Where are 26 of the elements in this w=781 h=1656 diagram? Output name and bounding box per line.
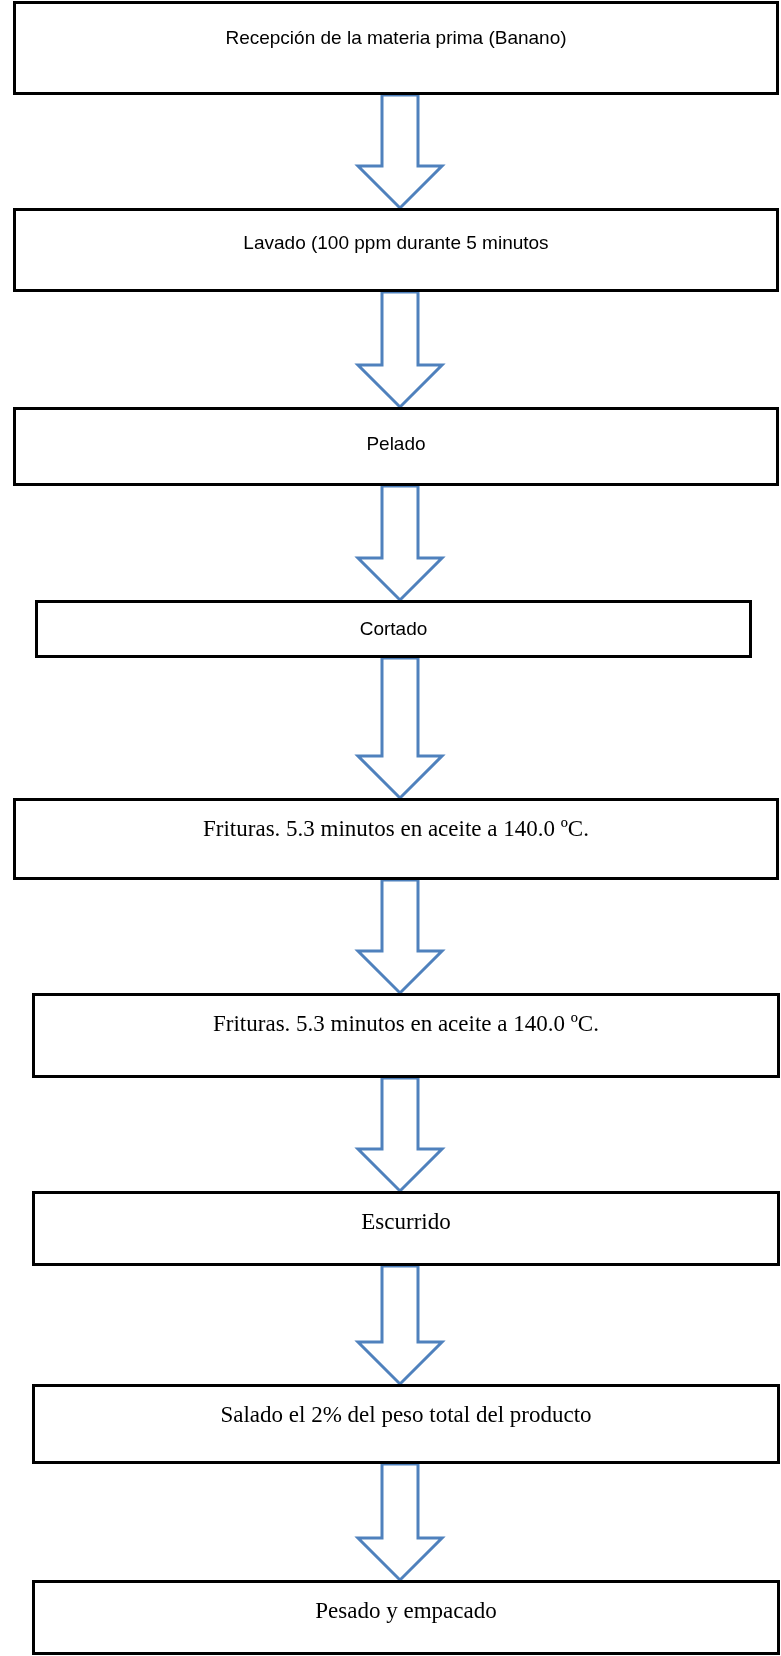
process-box (35, 600, 752, 658)
step-label: Recepción de la materia prima (Banano) (225, 26, 567, 50)
step-label: Pesado y empacado (315, 1597, 497, 1625)
process-box (32, 1384, 780, 1464)
step-label: Lavado (100 ppm durante 5 minutos (243, 231, 549, 255)
block-arrow (354, 1264, 446, 1387)
block-arrow (354, 484, 446, 603)
block-arrow (354, 1462, 446, 1583)
process-box (32, 1580, 780, 1655)
process-box (13, 407, 779, 486)
block-arrow (354, 1076, 446, 1194)
block-arrow (354, 878, 446, 996)
block-arrow (354, 656, 446, 801)
step-label: Pelado (366, 432, 426, 456)
process-box (13, 208, 779, 292)
process-box (13, 798, 779, 880)
step-label: Salado el 2% del peso total del producto (220, 1401, 592, 1429)
process-box (32, 993, 780, 1078)
process-box (13, 1, 779, 95)
step-label: Escurrido (361, 1208, 451, 1236)
process-box (32, 1191, 780, 1266)
step-label: Frituras. 5.3 minutos en aceite a 140.0 ºC. (213, 1010, 599, 1038)
step-label: Cortado (359, 617, 428, 641)
block-arrow (354, 93, 446, 211)
step-label: Frituras. 5.3 minutos en aceite a 140.0 ºC. (203, 815, 589, 843)
block-arrow (354, 290, 446, 410)
